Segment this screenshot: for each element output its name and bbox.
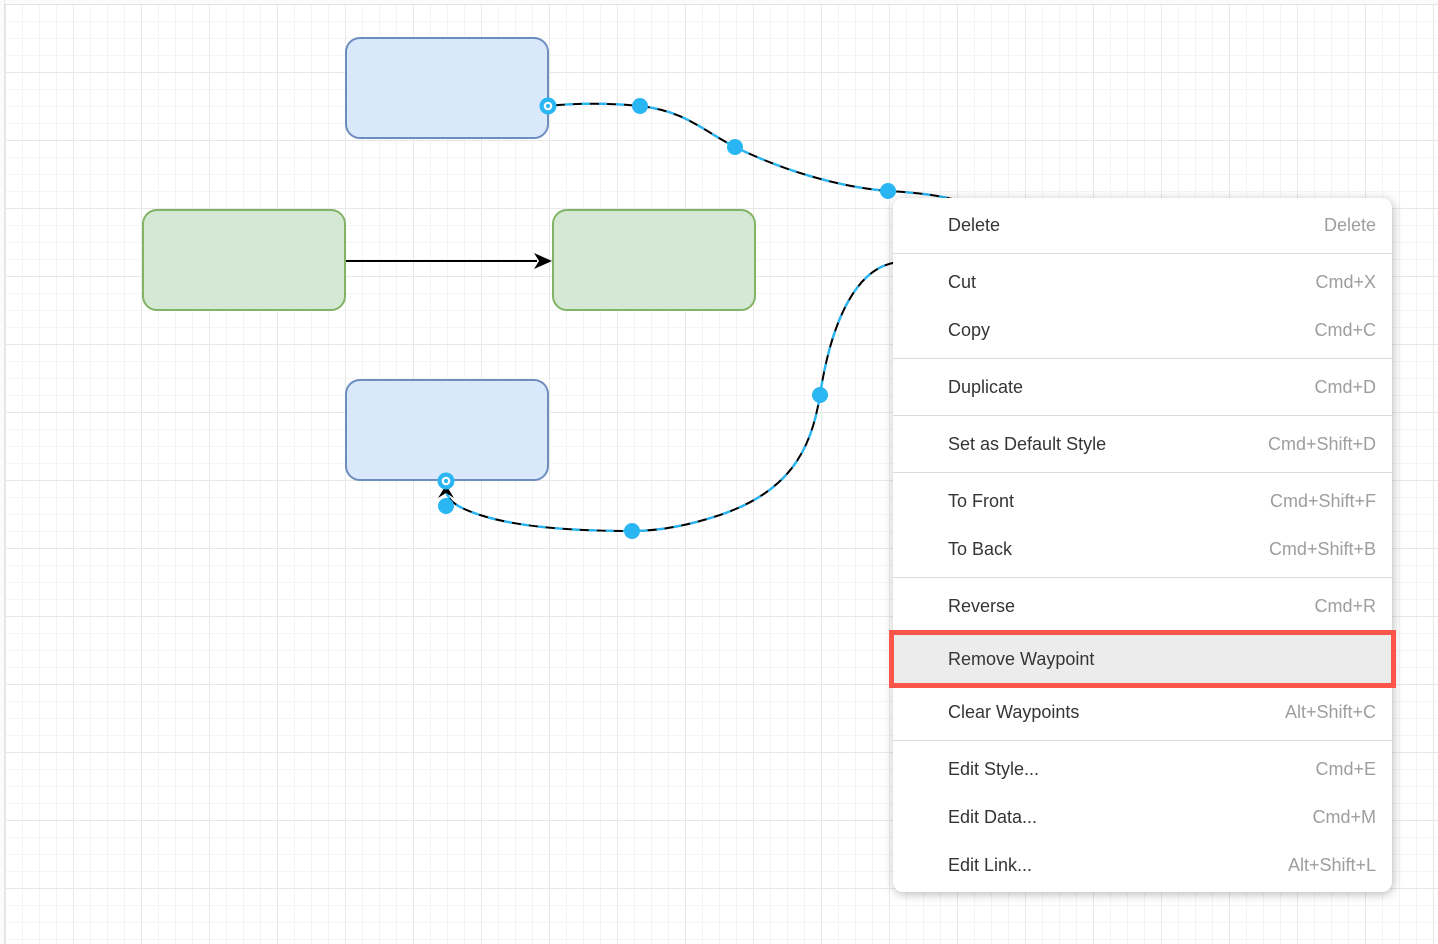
node-blue-bottom[interactable] [345,379,549,481]
menu-item-copy[interactable]: Copy Cmd+C [893,306,1392,354]
waypoint-handle[interactable] [880,183,896,199]
edge-endpoint-source[interactable] [539,97,557,115]
menu-separator [893,415,1392,416]
connector-arrow[interactable] [346,253,552,269]
menu-item-shortcut: Delete [1323,214,1376,235]
menu-item-shortcut: Alt+Shift+C [1284,701,1376,722]
endpoint-ring [545,103,551,109]
menu-item-shortcut: Cmd+Shift+D [1267,433,1376,454]
menu-item-shortcut: Cmd+X [1315,271,1376,292]
menu-item-remove-waypoint[interactable]: Remove Waypoint [889,630,1396,688]
menu-separator [893,358,1392,359]
menu-item-label: Set as Default Style [948,433,1107,454]
waypoint-handle[interactable] [624,523,640,539]
menu-item-shortcut: Cmd+Shift+F [1269,490,1376,511]
menu-item-label: Cut [948,271,977,292]
menu-item-label: Edit Link... [948,854,1033,875]
menu-item-label: Copy [948,319,991,340]
edge-waypoints [438,98,896,539]
menu-item-to-front[interactable]: To Front Cmd+Shift+F [893,477,1392,525]
node-green-right[interactable] [552,209,756,311]
menu-item-edit-data[interactable]: Edit Data... Cmd+M [893,793,1392,841]
menu-item-edit-link[interactable]: Edit Link... Alt+Shift+L [893,841,1392,889]
menu-item-label: To Front [948,490,1015,511]
menu-separator [893,577,1392,578]
context-menu: Delete Delete Cut Cmd+X Copy Cmd+C Dupli… [889,198,1396,892]
menu-separator [893,740,1392,741]
node-green-left[interactable] [142,209,346,311]
arrowhead-right-icon [534,253,552,269]
menu-item-label: Duplicate [948,376,1024,397]
endpoint-ring [443,478,449,484]
waypoint-handle[interactable] [632,98,648,114]
waypoint-handle[interactable] [727,139,743,155]
menu-item-clear-waypoints[interactable]: Clear Waypoints Alt+Shift+C [893,688,1392,736]
canvas-top-edge [0,0,1438,5]
node-blue-top[interactable] [345,37,549,139]
menu-separator [893,253,1392,254]
waypoint-handle[interactable] [438,498,454,514]
menu-item-shortcut: Cmd+Shift+B [1268,538,1376,559]
waypoint-handle[interactable] [812,387,828,403]
menu-item-label: Clear Waypoints [948,701,1080,722]
menu-item-to-back[interactable]: To Back Cmd+Shift+B [893,525,1392,573]
menu-item-label: Edit Data... [948,806,1038,827]
menu-item-label: To Back [948,538,1013,559]
edge-endpoints [437,97,557,490]
menu-item-delete[interactable]: Delete Delete [893,201,1392,249]
menu-item-shortcut: Cmd+E [1315,758,1376,779]
menu-item-duplicate[interactable]: Duplicate Cmd+D [893,363,1392,411]
edge-endpoint-target[interactable] [437,472,455,490]
menu-item-label: Remove Waypoint [948,648,1095,669]
menu-item-set-as-default-style[interactable]: Set as Default Style Cmd+Shift+D [893,420,1392,468]
menu-item-shortcut: Alt+Shift+L [1287,854,1376,875]
menu-item-shortcut: Cmd+R [1314,595,1376,616]
menu-item-label: Edit Style... [948,758,1040,779]
edge-target-arrowhead-icon [438,485,454,498]
menu-item-cut[interactable]: Cut Cmd+X [893,258,1392,306]
menu-item-label: Delete [948,214,1001,235]
menu-separator [893,472,1392,473]
menu-item-shortcut: Cmd+D [1314,376,1376,397]
menu-item-shortcut: Cmd+C [1314,319,1376,340]
menu-item-shortcut: Cmd+M [1312,806,1376,827]
menu-item-reverse[interactable]: Reverse Cmd+R [893,582,1392,630]
menu-item-label: Reverse [948,595,1016,616]
canvas-left-edge [0,0,5,944]
menu-item-edit-style[interactable]: Edit Style... Cmd+E [893,745,1392,793]
